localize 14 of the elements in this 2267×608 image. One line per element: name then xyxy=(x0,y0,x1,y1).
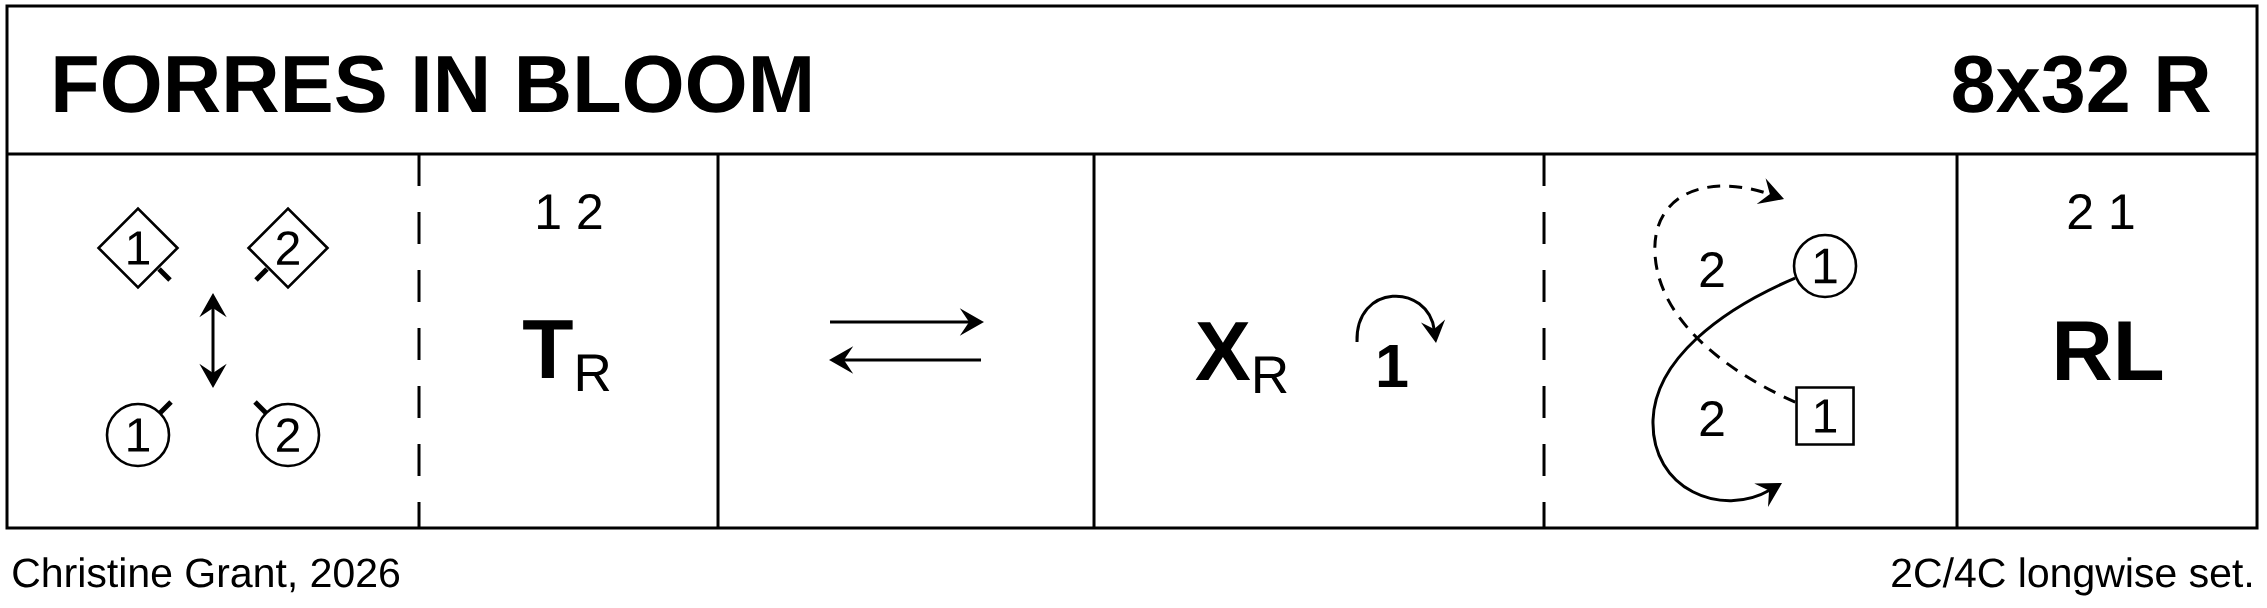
dancer-square: 1 xyxy=(1795,386,1855,446)
dancer-number: 2 xyxy=(1700,401,1724,436)
set-description: 2C/4C longwise set. xyxy=(1892,557,2251,596)
dashed-curved-arrow xyxy=(1653,178,1796,404)
couple-numbers: 1 2 xyxy=(538,194,602,229)
dancer-number: 1 xyxy=(1378,345,1408,387)
dance-format: 8x32 R xyxy=(1953,55,2211,113)
figure-symbol: T$_{R}$ xyxy=(523,320,610,391)
figure-symbol: RL xyxy=(2057,321,2163,380)
figure-symbol: X$_{R}$ xyxy=(1195,322,1287,393)
dancer-number: 2 xyxy=(1700,252,1724,287)
author-credit: Christine Grant, 2026 xyxy=(13,557,400,593)
title: FORRES IN BLOOM xyxy=(55,55,810,113)
couple-numbers: 2 1 xyxy=(2068,194,2134,229)
